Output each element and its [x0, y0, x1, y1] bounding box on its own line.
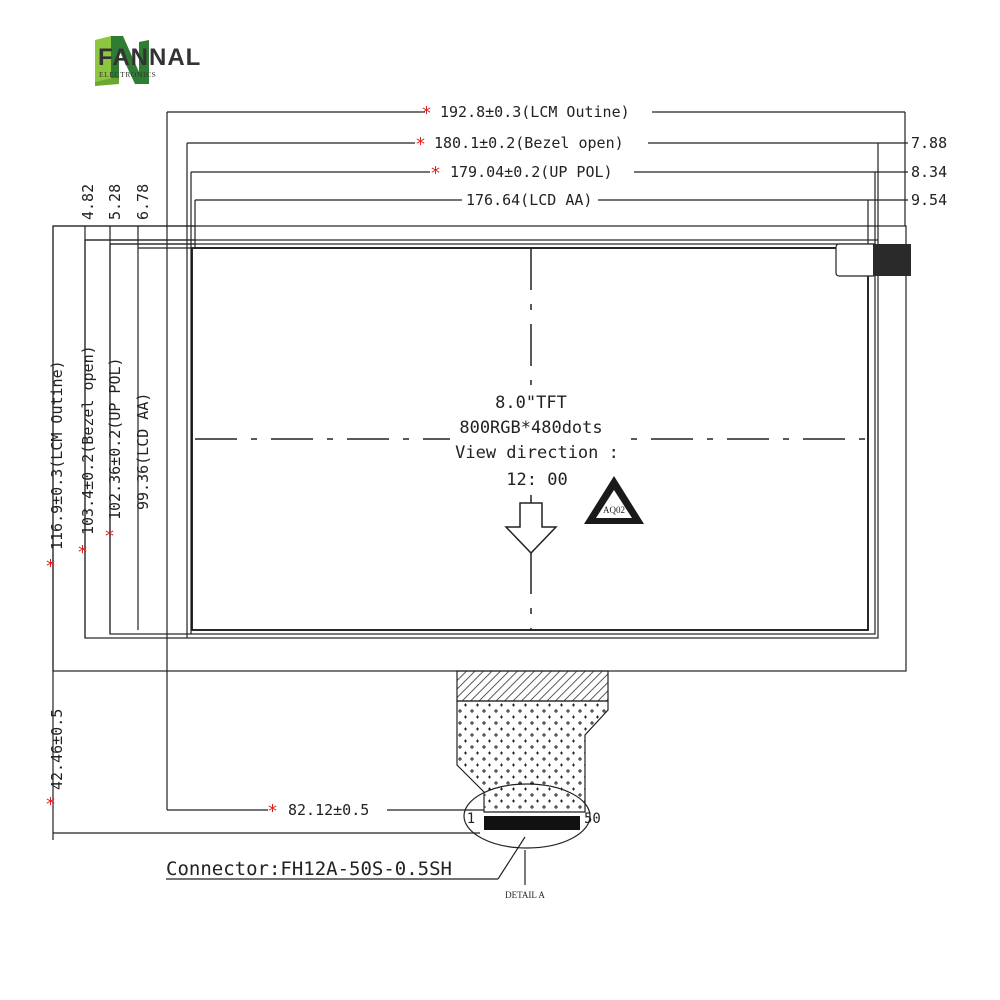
dim-up-pol-h: 179.04±0.2(UP POL) [450, 163, 613, 181]
critical-marker: * [416, 134, 425, 155]
fpc-tab-dark [873, 244, 911, 276]
connector-spec: Connector:FH12A-50S-0.5SH [166, 858, 452, 880]
fannal-logo-icon [95, 36, 149, 86]
critical-marker: * [46, 556, 55, 577]
dim-lcd-aa-h: 176.64(LCD AA) [466, 191, 592, 209]
pin-first-label: 1 [467, 811, 475, 827]
dim-top-offset-3: 6.78 [134, 184, 152, 220]
fpc-stiffener [456, 670, 609, 702]
triangle-mark-icon: AQ02 [584, 476, 644, 524]
dim-bezel-open-h: 180.1±0.2(Bezel open) [434, 134, 624, 152]
dim-bezel-open-v: 103.4±0.2(Bezel open) [79, 345, 97, 535]
dim-up-pol-v: 102.36±0.2(UP POL) [106, 357, 124, 520]
pin-last-label: 50 [584, 811, 601, 827]
critical-marker: * [431, 163, 440, 184]
dim-lcd-aa-v: 99.36(LCD AA) [134, 393, 152, 510]
brand-name: FANNAL [98, 44, 202, 71]
dim-top-offset-1: 4.82 [79, 184, 97, 220]
dim-fpc-length: 42.46±0.5 [48, 709, 66, 790]
critical-marker: * [78, 542, 87, 563]
dim-right-offset-1: 7.88 [911, 134, 947, 152]
brand-subtitle: ELECTRONICS [99, 70, 157, 79]
view-direction-arrow-icon [504, 502, 558, 555]
dim-lcm-outline-h: 192.8±0.3(LCM Outine) [440, 103, 630, 121]
dim-right-offset-3: 9.54 [911, 191, 947, 209]
detail-a-label: DETAIL A [505, 890, 545, 900]
fpc-tab-outline [835, 243, 877, 277]
dim-fpc-offset: 82.12±0.5 [288, 801, 369, 819]
panel-resolution: 800RGB*480dots [459, 418, 602, 438]
dim-right-offset-2: 8.34 [911, 163, 947, 181]
critical-marker: * [268, 801, 277, 822]
lcd-aa-rect [191, 247, 869, 631]
dim-lcm-outline-v: 116.9±0.3(LCM Outine) [48, 360, 66, 550]
mark-label: AQ02 [603, 505, 625, 515]
critical-marker: * [422, 103, 431, 124]
view-direction-label: View direction : [455, 443, 619, 463]
fpc-cable [456, 700, 609, 813]
panel-size: 8.0"TFT [495, 393, 567, 413]
dim-top-offset-2: 5.28 [106, 184, 124, 220]
connector-contacts [484, 816, 580, 830]
critical-marker: * [46, 794, 55, 815]
detail-a-ellipse [463, 783, 591, 849]
critical-marker: * [105, 526, 114, 547]
view-direction-value: 12: 00 [506, 470, 567, 490]
